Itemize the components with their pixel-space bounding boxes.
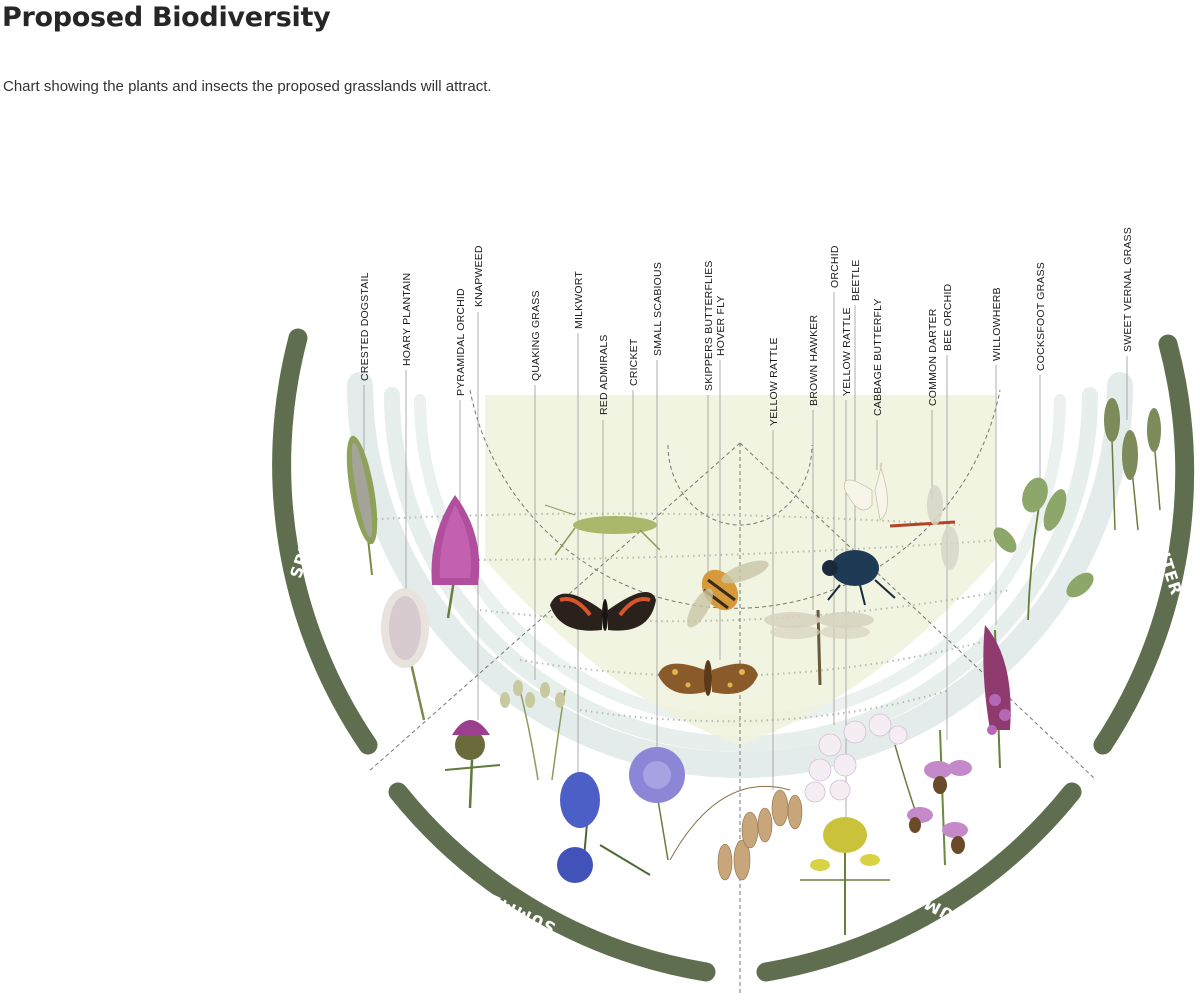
species-label: SKIPPERS BUTTERFLIES	[703, 260, 715, 391]
hoary-plantain-illustration	[381, 588, 429, 721]
dashed-line-right	[739, 442, 1095, 779]
crested-dogstail-illustration	[346, 435, 378, 576]
cabbage-butterfly-illustration	[843, 462, 888, 521]
quaking-grass-illustration	[500, 680, 566, 781]
species-label: SWEET VERNAL GRASS	[1122, 227, 1134, 352]
red-admiral-illustration	[550, 592, 656, 631]
brown-hawker-illustration	[764, 609, 874, 686]
species-label: WILLOWHERB	[991, 287, 1003, 361]
pyramidal-orchid-illustration	[431, 495, 480, 619]
knapweed-illustration	[444, 720, 501, 809]
dashed-arc-outer	[469, 389, 1001, 609]
beetle-illustration	[822, 550, 896, 606]
skipper-butterfly-illustration	[658, 660, 758, 696]
milkwort-illustration	[557, 772, 651, 883]
season-band-spring	[272, 328, 378, 755]
species-label: SMALL SCABIOUS	[652, 262, 664, 356]
leader-lines	[363, 292, 1128, 830]
season-bands	[272, 328, 1195, 982]
species-label: PYRAMIDAL ORCHID	[455, 288, 467, 396]
small-scabious-illustration	[629, 747, 685, 861]
sweet-vernal-grass-illustration	[1104, 398, 1161, 531]
common-darter-illustration	[889, 485, 959, 570]
bee-orchid-illustration	[907, 729, 972, 866]
species-label: BEE ORCHID	[942, 283, 954, 351]
illustrations	[346, 398, 1161, 935]
page-subtitle: Chart showing the plants and insects the…	[3, 78, 492, 95]
season-band-autumn	[756, 782, 1082, 982]
season-band-winter	[1093, 334, 1195, 755]
cocksfoot-grass-illustration	[993, 477, 1094, 621]
species-label: HOARY PLANTAIN	[401, 273, 413, 366]
species-label: QUAKING GRASS	[530, 290, 542, 381]
page-title: Proposed Biodiversity	[2, 2, 331, 33]
willowherb-illustration	[983, 625, 1011, 769]
season-band-summer	[388, 782, 716, 982]
species-label: CRESTED DOGSTAIL	[359, 272, 371, 381]
species-label: BROWN HAWKER	[808, 315, 820, 406]
dotted-connectors	[359, 512, 1011, 723]
hover-fly-illustration	[687, 560, 769, 628]
cricket-illustration	[544, 504, 661, 556]
species-label: COMMON DARTER	[927, 308, 939, 406]
species-label: RED ADMIRALS	[598, 334, 610, 415]
species-label: COCKSFOOT GRASS	[1035, 262, 1047, 371]
species-label: ORCHID	[829, 245, 841, 288]
species-label: BEETLE	[850, 260, 862, 301]
dashed-arc-small	[667, 444, 813, 526]
yellow-rattle-seed-illustration	[669, 785, 803, 881]
species-labels: CRESTED DOGSTAIL HOARY PLANTAIN PYRAMIDA…	[359, 227, 1134, 426]
species-label: CRICKET	[628, 338, 640, 386]
species-label: HOVER FLY	[715, 295, 727, 356]
species-label: KNAPWEED	[473, 245, 485, 307]
species-label: CABBAGE BUTTERFLY	[872, 298, 884, 416]
orchid-illustration	[804, 713, 916, 811]
yellow-rattle-flower-illustration	[800, 817, 890, 935]
species-label: YELLOW RATTLE	[768, 337, 780, 426]
species-label: MILKWORT	[573, 271, 585, 329]
species-label: YELLOW RATTLE	[841, 307, 853, 396]
